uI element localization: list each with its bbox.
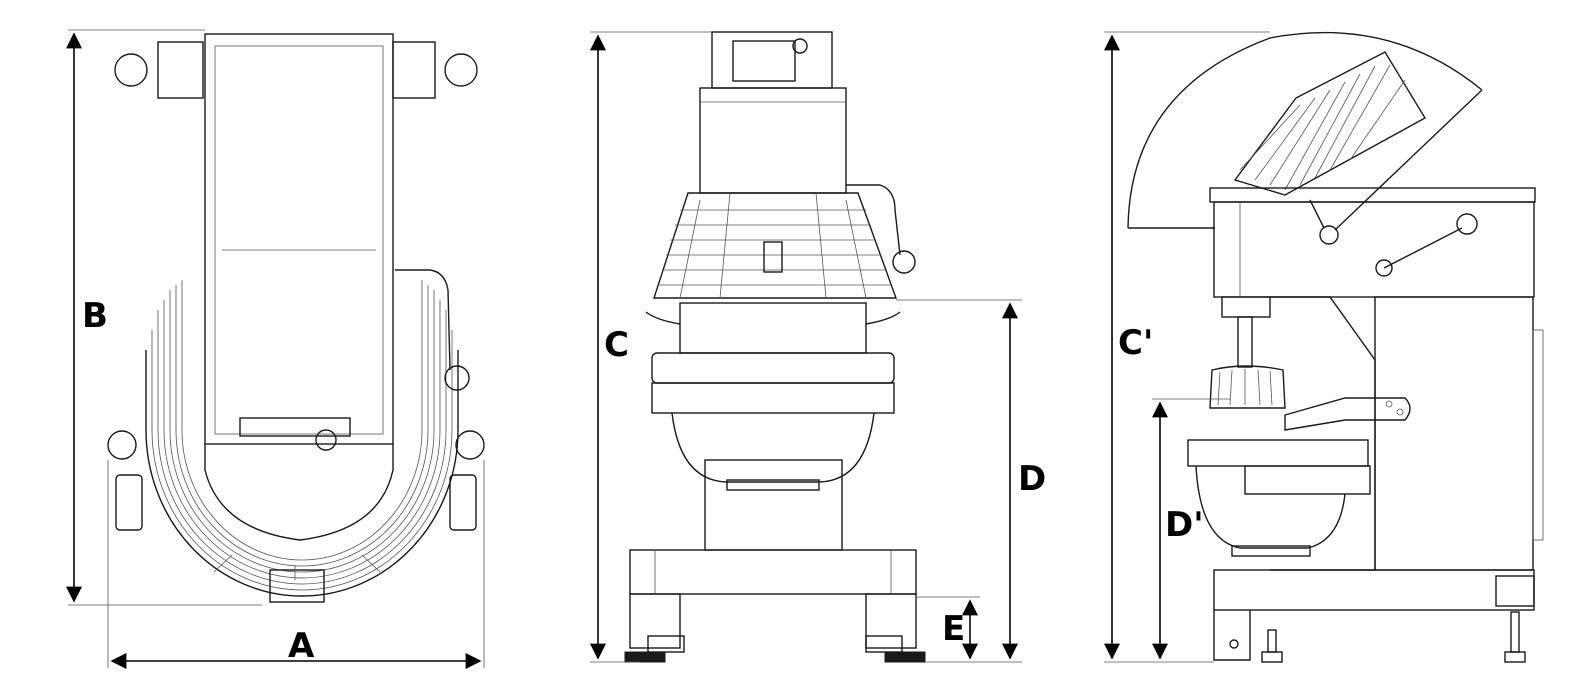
side-column xyxy=(1270,296,1376,571)
label-b: B xyxy=(82,296,108,336)
label-d: D xyxy=(1018,459,1046,499)
bowl xyxy=(671,412,875,483)
label-d-prime: D' xyxy=(1165,505,1204,545)
top-plate-slot xyxy=(239,417,351,437)
dimension-c: C xyxy=(590,31,712,663)
guard-swing-arc xyxy=(1127,31,1483,229)
label-a: A xyxy=(288,626,315,666)
label-e: E xyxy=(942,609,965,649)
bowl-lift-lever xyxy=(1383,227,1463,269)
dimension-d-prime: D' xyxy=(1152,398,1230,660)
head-housing xyxy=(699,87,847,194)
dimension-a: A xyxy=(107,460,485,669)
side-foot-right xyxy=(1504,651,1526,663)
bowl-rim xyxy=(651,352,895,384)
top-view xyxy=(107,33,485,603)
left-caster xyxy=(107,430,137,460)
bowl-arm xyxy=(1284,397,1411,431)
top-right-bracket xyxy=(392,41,436,99)
guard-wire-arcs xyxy=(145,280,459,597)
side-view xyxy=(1127,31,1544,663)
side-base xyxy=(1213,569,1535,611)
dimension-d: D xyxy=(896,299,1046,663)
base-frame xyxy=(629,549,917,595)
guard-lever xyxy=(395,269,451,371)
top-left-bracket xyxy=(157,41,204,99)
left-knob xyxy=(114,53,148,87)
front-lever xyxy=(846,184,901,256)
side-foot-left xyxy=(1261,651,1283,663)
front-view xyxy=(624,31,926,663)
label-c: C xyxy=(604,325,629,365)
right-wheel xyxy=(449,474,477,531)
right-caster xyxy=(455,430,485,460)
dimension-b: B xyxy=(66,29,262,606)
bowl-collar xyxy=(679,302,867,354)
side-bowl xyxy=(1195,465,1346,549)
dimension-e: E xyxy=(916,596,980,660)
top-lock-knob xyxy=(315,429,337,451)
front-guard xyxy=(653,192,897,299)
label-c-prime: C' xyxy=(1118,323,1153,363)
left-leg xyxy=(629,593,681,649)
front-foot xyxy=(269,569,325,603)
right-leg xyxy=(865,593,917,649)
column xyxy=(704,459,843,551)
mixer-head-top xyxy=(204,33,394,445)
guard-pivot xyxy=(1319,225,1339,245)
dimension-c-prime: C' xyxy=(1104,31,1270,663)
beater-shaft xyxy=(1221,296,1271,318)
raised-guard-basket xyxy=(1233,51,1426,196)
side-bowl-rim xyxy=(1187,439,1369,467)
left-wheel xyxy=(115,474,143,531)
whisk xyxy=(1209,365,1286,409)
right-knob xyxy=(444,53,478,87)
